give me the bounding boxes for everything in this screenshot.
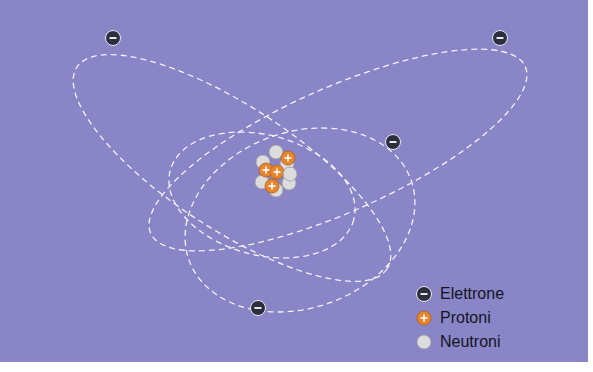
legend-label: Elettrone [440,285,504,303]
legend-samples [417,287,432,350]
legend-label: Neutroni [440,333,500,351]
background [0,0,588,362]
orbit [155,112,370,277]
orbit [126,10,551,290]
legend-label: Protoni [440,309,491,327]
orbit [43,15,421,321]
orbit [159,97,441,343]
orbits [43,10,550,343]
nucleus [255,145,297,197]
